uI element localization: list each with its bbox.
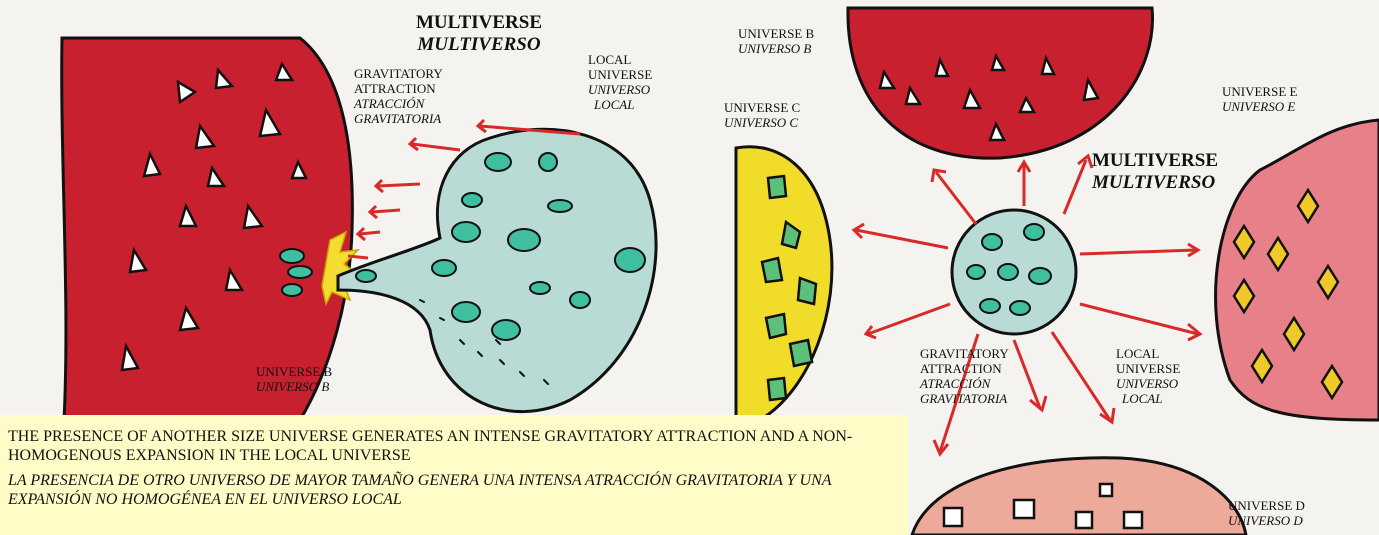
right-title-es: MULTIVERSO: [1092, 172, 1218, 194]
right-grav-es1: ATRACCIÓN: [920, 376, 1009, 391]
universe-b-red-blob: [62, 38, 353, 420]
left-grav-line2: ATTRACTION: [354, 81, 443, 96]
right-local-universe-label: LOCAL UNIVERSE UNIVERSO LOCAL: [1116, 346, 1180, 406]
right-grav-line2: ATTRACTION: [920, 361, 1009, 376]
right-multiverse-title: MULTIVERSE MULTIVERSO: [1092, 150, 1218, 194]
left-local-line1: LOCAL: [588, 52, 652, 67]
left-grav-es1: ATRACCIÓN: [354, 96, 443, 111]
right-local-line1: LOCAL: [1116, 346, 1180, 361]
right-universe-c-label: UNIVERSE C UNIVERSO C: [724, 100, 800, 130]
right-universe-b-label: UNIVERSE B UNIVERSO B: [738, 26, 814, 56]
left-local-universe-label: LOCAL UNIVERSE UNIVERSO LOCAL: [588, 52, 652, 112]
right-gravitatory-label: GRAVITATORY ATTRACTION ATRACCIÓN GRAVITA…: [920, 346, 1009, 406]
left-grav-line1: GRAVITATORY: [354, 66, 443, 81]
right-ue-es: UNIVERSO E: [1222, 99, 1297, 114]
right-local-es2: LOCAL: [1116, 391, 1180, 406]
left-local-es1: UNIVERSO: [588, 82, 652, 97]
right-local-es1: UNIVERSO: [1116, 376, 1180, 391]
right-local-line2: UNIVERSE: [1116, 361, 1180, 376]
left-local-es2: LOCAL: [588, 97, 652, 112]
right-universe-d-label: UNIVERSE D UNIVERSO D: [1228, 498, 1305, 528]
right-ub-en: UNIVERSE B: [738, 26, 814, 41]
left-title-en: MULTIVERSE: [416, 12, 542, 34]
left-multiverse-title: MULTIVERSE MULTIVERSO: [416, 12, 542, 56]
caption-spanish: LA PRESENCIA DE OTRO UNIVERSO DE MAYOR T…: [8, 471, 900, 509]
right-uc-es: UNIVERSO C: [724, 115, 800, 130]
right-ud-en: UNIVERSE D: [1228, 498, 1305, 513]
right-grav-line1: GRAVITATORY: [920, 346, 1009, 361]
left-title-es: MULTIVERSO: [416, 34, 542, 56]
right-grav-es2: GRAVITATORIA: [920, 391, 1009, 406]
right-ub-es: UNIVERSO B: [738, 41, 814, 56]
left-grav-es2: GRAVITATORIA: [354, 111, 443, 126]
left-ub-en: UNIVERSE B: [256, 364, 332, 379]
right-title-en: MULTIVERSE: [1092, 150, 1218, 172]
right-uc-en: UNIVERSE C: [724, 100, 800, 115]
universe-e-pink-blob: [1216, 120, 1379, 420]
right-ud-es: UNIVERSO D: [1228, 513, 1305, 528]
right-ue-en: UNIVERSE E: [1222, 84, 1297, 99]
caption-english: THE PRESENCE OF ANOTHER SIZE UNIVERSE GE…: [8, 427, 900, 465]
left-local-line2: UNIVERSE: [588, 67, 652, 82]
left-gravitatory-label: GRAVITATORY ATTRACTION ATRACCIÓN GRAVITA…: [354, 66, 443, 126]
caption-box: THE PRESENCE OF ANOTHER SIZE UNIVERSE GE…: [0, 415, 908, 535]
left-universe-b-label: UNIVERSE B UNIVERSO B: [256, 364, 332, 394]
left-ub-es: UNIVERSO B: [256, 379, 332, 394]
right-universe-e-label: UNIVERSE E UNIVERSO E: [1222, 84, 1297, 114]
